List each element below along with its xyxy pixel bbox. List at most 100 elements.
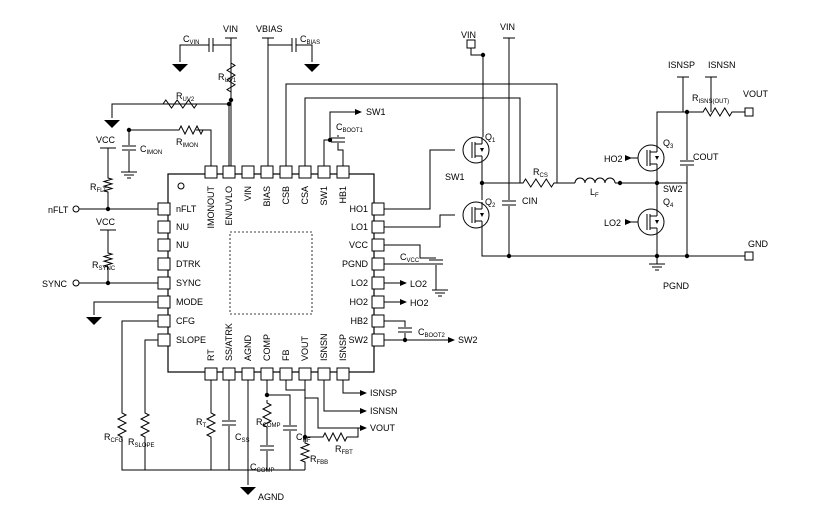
label-rimon: RIMON (176, 137, 198, 149)
wire (337, 143, 344, 166)
terminal-vin-a (466, 39, 476, 49)
ic-pin-label: HB2 (350, 316, 368, 326)
wire (121, 440, 305, 471)
resistor-rcomp (261, 400, 273, 430)
ic-pin-bottom-0 (204, 367, 218, 381)
resistor-rcfg (116, 410, 128, 440)
junction-dot (226, 101, 232, 107)
controller-ic (157, 165, 385, 381)
cap-cin (502, 200, 516, 206)
net-pgnd: PGND (663, 281, 690, 291)
net-lo2-arrow: LO2 (410, 279, 427, 289)
ic-pin-bottom-7 (336, 367, 350, 381)
exposed-pad (229, 231, 313, 315)
ground-pgnd (649, 263, 665, 271)
lo1-wire (384, 214, 455, 228)
arrow-ho2-q3 (625, 155, 632, 161)
label-cboot2: CBOOT2 (418, 327, 446, 339)
net-sync: SYNC (42, 279, 68, 289)
ic-pin-right-6 (371, 314, 385, 328)
ic-pin-label: PGND (342, 259, 369, 269)
label-rfbt: RFBT (335, 444, 353, 456)
label-cvin: CVIN (183, 34, 200, 46)
label-rflt: RFLT (90, 182, 107, 194)
ic-pin-bottom-6 (317, 367, 331, 381)
label-rsync: RSYNC (92, 260, 116, 272)
label-risns: RISNS(OUT) (692, 93, 729, 105)
ic-pin-label: FB (281, 349, 291, 361)
net-ho2-q3: HO2 (604, 154, 623, 164)
ic-pin-left-2 (157, 238, 171, 252)
ic-pin-right-7 (371, 333, 385, 347)
ic-pin-right-0 (371, 202, 385, 216)
arrow-lo2 (400, 280, 407, 286)
ic-pin-label: LO2 (351, 278, 368, 288)
ic-pin-hb1 (336, 165, 350, 179)
label-rt: RT (196, 417, 207, 429)
terminal-nflt (72, 205, 80, 213)
ic-pin-right-1 (371, 220, 385, 234)
ic-pin-left-5 (157, 295, 171, 309)
ground-cimon (121, 171, 137, 179)
ic-pin-label: SS/ATRK (224, 323, 234, 361)
wire (384, 333, 406, 341)
net-ho2-arrow: HO2 (410, 298, 429, 308)
ic-pin-bottom-1 (222, 367, 236, 381)
ic-pin-label: ISNSP (338, 334, 348, 361)
ground-pgnd-ic (432, 289, 448, 297)
label-q4: Q4 (663, 197, 674, 209)
wire (323, 139, 330, 166)
net-vcc-b: VCC (96, 217, 116, 227)
wire (93, 301, 158, 315)
net-nflt: nFLT (48, 205, 69, 215)
net-isnsn-arrow: ISNSN (370, 406, 398, 416)
arrow-isnsn (360, 408, 367, 414)
label-q1: Q1 (485, 132, 496, 144)
net-vin-pwr-a: VIN (461, 30, 476, 40)
label-rfbb: RFBB (310, 454, 328, 466)
ic-pin-label: RT (206, 349, 216, 361)
junction-dot (480, 52, 486, 58)
resistor-rcs (520, 178, 557, 188)
terminal-vout (744, 107, 754, 117)
label-ccomp: CCOMP (250, 462, 275, 474)
label-lf: LF (590, 187, 599, 199)
junction-dot (654, 180, 660, 186)
ic-pin-label: DTRK (176, 259, 201, 269)
net-vout-out: VOUT (743, 89, 769, 99)
ic-pin-sw1 (317, 165, 331, 179)
net-sw2-arrow: SW2 (458, 335, 478, 345)
wire (296, 44, 313, 62)
label-chf: CHF (296, 432, 311, 444)
junction-dot (617, 180, 623, 186)
resistor-risns (700, 107, 735, 117)
ic-pin-label: CSB (281, 186, 291, 205)
label-q3: Q3 (663, 138, 674, 150)
ic-pin-right-5 (371, 295, 385, 309)
ic-pin-bias (260, 165, 274, 179)
ic-pin-imonout (204, 165, 218, 179)
resistor-rfbb (299, 440, 311, 465)
wire (128, 129, 176, 145)
label-cbias: CBIAS (300, 34, 320, 46)
wire (350, 428, 359, 438)
wire (304, 380, 360, 429)
arrow-sw1 (355, 109, 362, 115)
net-vin-top: VIN (223, 24, 238, 34)
ic-pin-enuvlo (222, 165, 236, 179)
ic-pin-left-0 (157, 202, 171, 216)
resistor-rsync (102, 250, 114, 270)
ic-pin-label: BIAS (262, 186, 272, 207)
net-isnsn-top: ISNSN (708, 60, 736, 70)
ic-pin-label: LO1 (351, 222, 368, 232)
wire (384, 244, 436, 259)
cap-ccomp (260, 445, 274, 451)
net-vout-arrow: VOUT (370, 423, 396, 433)
net-sw2-node: SW2 (663, 184, 683, 194)
label-ruv2: RUV2 (176, 91, 195, 103)
label-rcs: RCS (533, 167, 548, 179)
ic-pin-vin (241, 165, 255, 179)
junction-dot (126, 127, 132, 133)
label-cboot1: CBOOT1 (336, 122, 364, 134)
